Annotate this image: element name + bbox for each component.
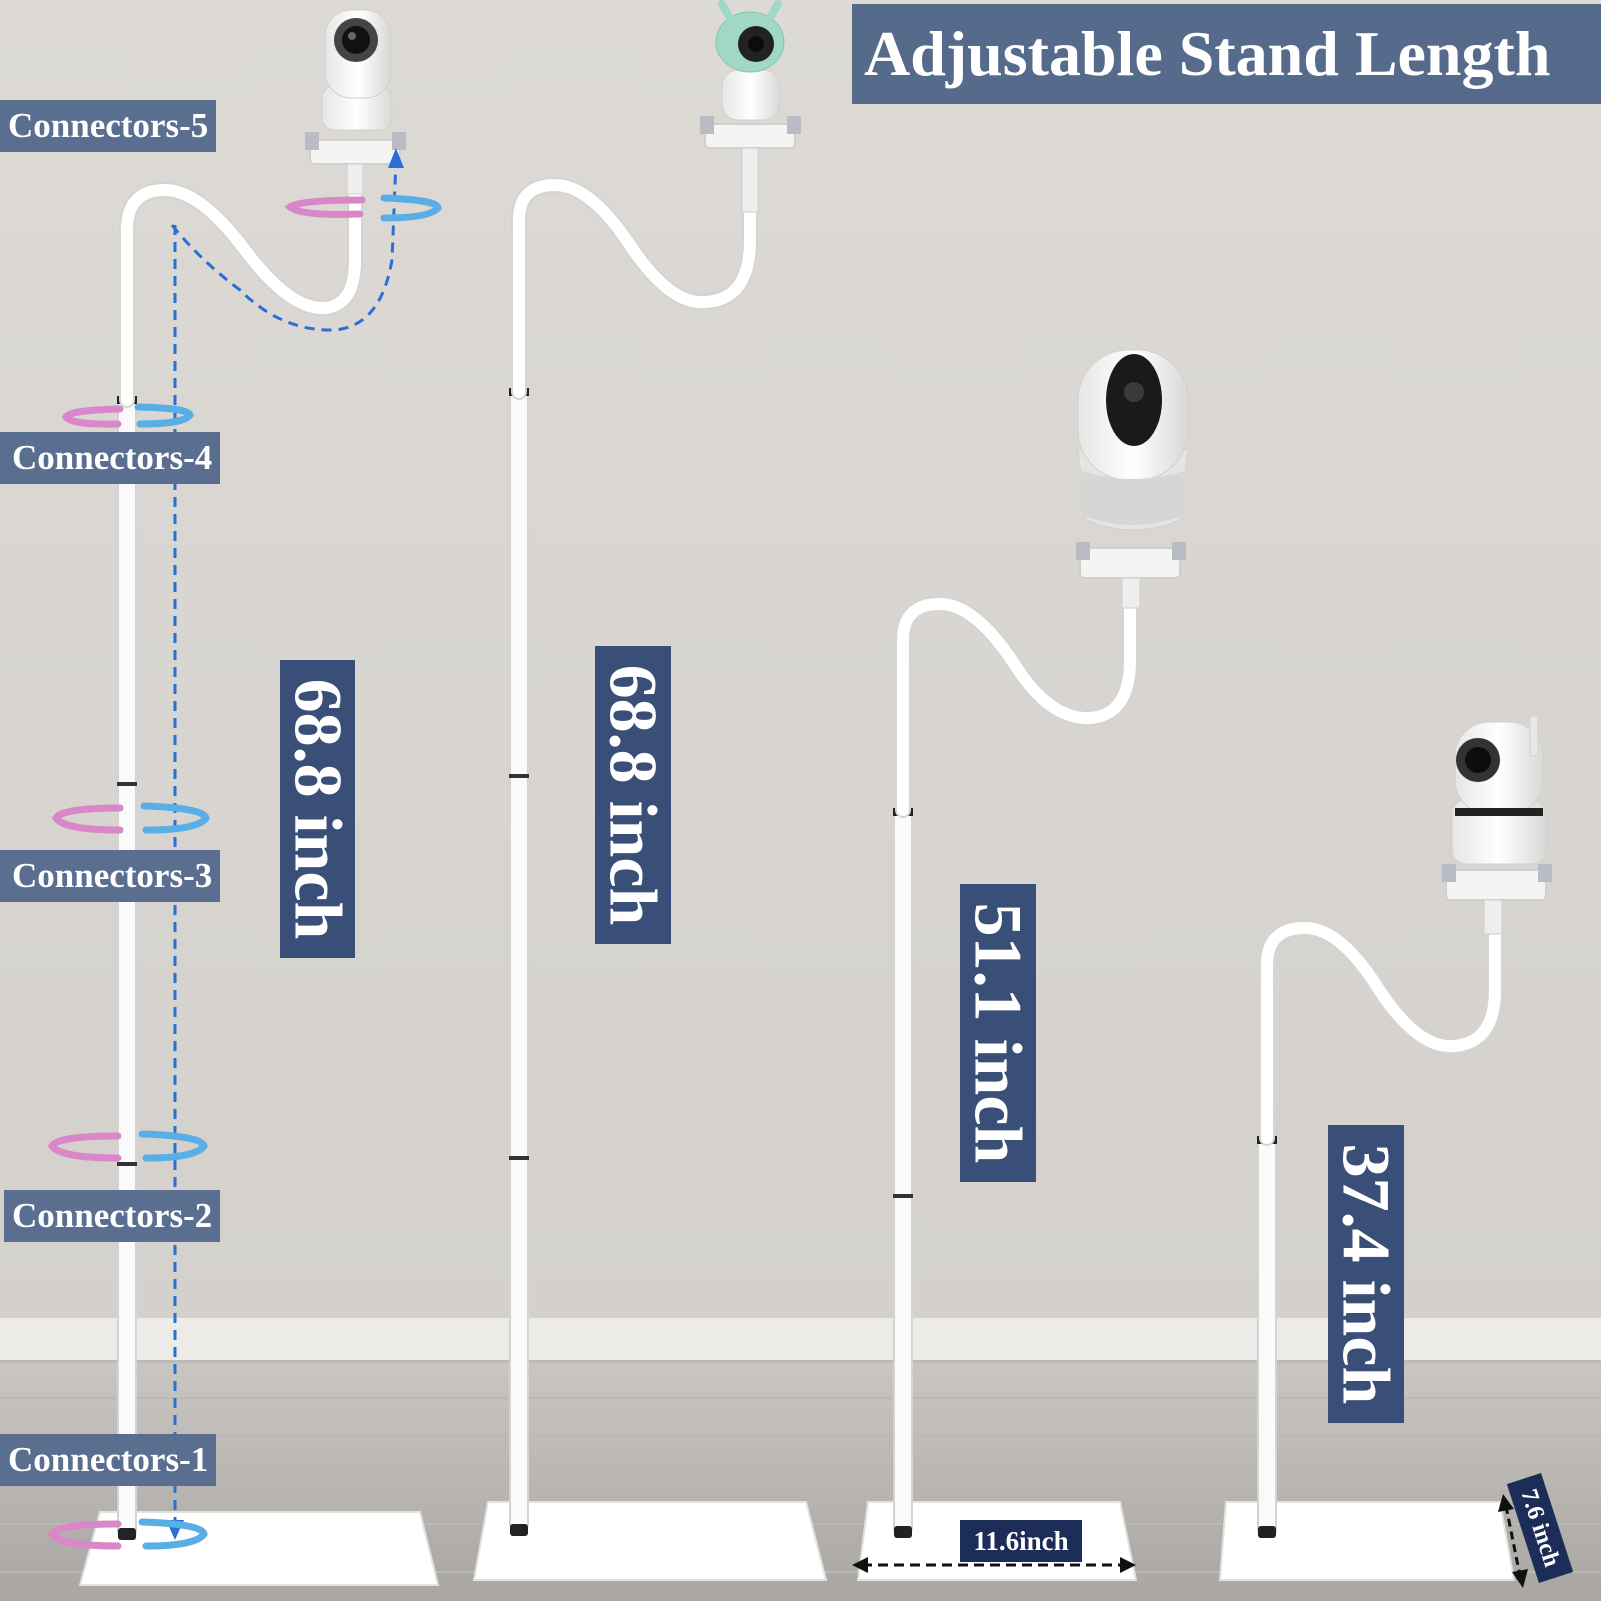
- stand-2-pole: [509, 389, 529, 1531]
- connector-label-5: Connectors-5: [0, 100, 217, 152]
- height-label-stand-1: 68.8 inch: [280, 660, 356, 958]
- stand-3-holder: [1079, 547, 1181, 579]
- stand-1-pole: [117, 397, 137, 1539]
- stand-4-camera: [1451, 715, 1547, 865]
- stand-1: [78, 9, 440, 1586]
- stand-1-base: [78, 1511, 440, 1586]
- connector-label-2: Connectors-2: [4, 1190, 221, 1242]
- stand-4-base: [1218, 1501, 1516, 1581]
- rotate-arrows-icon: [47, 194, 442, 1550]
- stand-3-pole: [893, 807, 913, 1535]
- page-title: Adjustable Stand Length: [852, 4, 1601, 104]
- height-label-text: 51.1 inch: [960, 902, 1037, 1164]
- height-label-text: 37.4 inch: [1328, 1143, 1405, 1405]
- base-width-label: 11.6inch: [960, 1520, 1082, 1562]
- stand-2-base: [472, 1501, 828, 1581]
- connector-label-1: Connectors-1: [0, 1434, 217, 1486]
- stand-4: [1218, 715, 1552, 1581]
- dashed-path-arrow-icon: [170, 159, 398, 332]
- height-label-text: 68.8 inch: [280, 678, 356, 940]
- height-label-text: 68.8 inch: [595, 664, 672, 926]
- stand-4-holder: [1445, 869, 1547, 901]
- stand-3-camera: [1077, 349, 1189, 531]
- stand-2: [472, 0, 828, 1581]
- height-label-stand-4: 37.4 inch: [1328, 1125, 1405, 1423]
- stand-2-holder: [704, 123, 796, 149]
- height-label-stand-3: 51.1 inch: [960, 884, 1037, 1182]
- stand-1-camera: [321, 9, 393, 131]
- height-label-stand-2: 68.8 inch: [595, 646, 672, 944]
- stand-2-camera: [715, 0, 785, 121]
- connector-label-3: Connectors-3: [0, 850, 221, 902]
- connector-label-4: Connectors-4: [0, 432, 221, 484]
- stand-1-holder: [309, 139, 401, 165]
- wall: [0, 0, 1601, 1320]
- double-arrow-icon: [852, 1494, 1528, 1588]
- stand-4-pole: [1257, 1135, 1277, 1537]
